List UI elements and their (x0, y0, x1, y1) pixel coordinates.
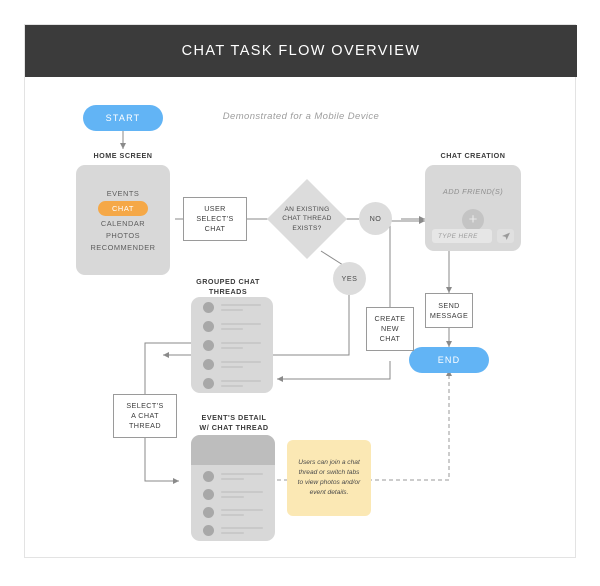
panel-header-band (191, 435, 275, 465)
list-item[interactable] (203, 301, 261, 313)
avatar (203, 488, 214, 500)
branch-no-label: NO (369, 214, 382, 223)
end-label: END (437, 355, 461, 365)
text-line (221, 490, 263, 493)
avatar (203, 301, 214, 313)
send-icon[interactable] (497, 229, 514, 243)
message-input-placeholder: TYPE HERE (438, 232, 478, 240)
text-line (221, 513, 245, 516)
avatar (203, 339, 214, 351)
start-label: START (105, 113, 141, 123)
text-line (221, 508, 263, 511)
home-item-photos[interactable]: PHOTOS (105, 230, 141, 240)
text-line (221, 531, 245, 534)
diagram-canvas: CHAT TASK FLOW OVERVIEW Demonstrated for… (24, 24, 577, 558)
add-friends-label: ADD FRIEND(S) (442, 187, 504, 196)
home-item-calendar[interactable]: CALENDAR (100, 218, 146, 228)
text-line (221, 365, 243, 368)
text-line (221, 322, 261, 325)
title-bar: CHAT TASK FLOW OVERVIEW (25, 25, 577, 77)
list-item[interactable] (203, 377, 261, 389)
text-line (221, 526, 263, 529)
list-item[interactable] (203, 358, 261, 370)
text-line (221, 379, 261, 382)
home-item-chat[interactable]: CHAT (98, 200, 148, 216)
annotation-note-text: Users can join a chat thread or switch t… (297, 459, 361, 496)
page-title: CHAT TASK FLOW OVERVIEW (181, 43, 421, 59)
text-line (221, 384, 243, 387)
branch-yes-node[interactable]: YES (333, 262, 366, 295)
avatar (203, 320, 214, 332)
grouped-threads-panel (191, 297, 273, 393)
plus-icon[interactable]: + (462, 209, 484, 231)
list-item[interactable] (203, 470, 263, 482)
avatar (203, 377, 214, 389)
event-detail-panel (191, 435, 275, 541)
text-line (221, 341, 261, 344)
home-screen-panel: EVENTS CHAT CALENDAR PHOTOS RECOMMENDER (76, 165, 170, 275)
list-item[interactable] (203, 488, 263, 500)
chat-creation-panel: ADD FRIEND(S) + TYPE HERE (425, 165, 521, 251)
text-line (221, 360, 261, 363)
list-item[interactable] (203, 339, 261, 351)
annotation-note: Users can join a chat thread or switch t… (287, 440, 371, 516)
home-screen-caption: HOME SCREEN (93, 151, 153, 160)
avatar (203, 470, 214, 482)
list-item[interactable] (203, 524, 263, 536)
start-node[interactable]: START (83, 105, 163, 131)
branch-no-node[interactable]: NO (359, 202, 392, 235)
subtitle: Demonstrated for a Mobile Device (222, 111, 380, 122)
text-line (221, 495, 245, 498)
list-item[interactable] (203, 320, 261, 332)
end-node[interactable]: END (409, 347, 489, 373)
text-line (221, 472, 263, 475)
text-line (221, 303, 261, 306)
text-line (221, 477, 245, 480)
text-line (221, 308, 243, 311)
avatar (203, 506, 214, 518)
home-item-events[interactable]: EVENTS (106, 188, 140, 198)
avatar (203, 524, 214, 536)
text-line (221, 327, 243, 330)
message-input[interactable]: TYPE HERE (432, 229, 492, 243)
text-line (221, 346, 243, 349)
chat-creation-caption: CHAT CREATION (440, 151, 506, 160)
branch-yes-label: YES (341, 274, 358, 283)
avatar (203, 358, 214, 370)
home-item-recommender[interactable]: RECOMMENDER (90, 242, 156, 252)
list-item[interactable] (203, 506, 263, 518)
